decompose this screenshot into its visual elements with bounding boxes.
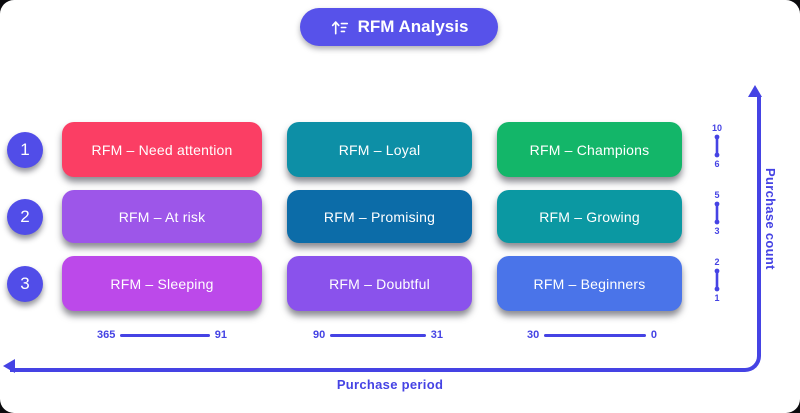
vertical-range-line: [714, 134, 720, 158]
row-scale-3: 2 1: [704, 257, 730, 303]
row-scale-top: 10: [711, 123, 722, 133]
page-title: RFM Analysis: [357, 17, 469, 36]
cell-need-attention: RFM – Need attention: [62, 122, 262, 177]
sort-ascending-icon: [330, 18, 349, 37]
row-number-badge-1: 1: [7, 132, 43, 168]
row-scale-bottom: 1: [714, 293, 720, 303]
column-scale-end: 0: [650, 329, 657, 341]
arrow-left-icon: [3, 359, 15, 373]
row-scale-2: 5 3: [704, 190, 730, 236]
cell-at-risk: RFM – At risk: [62, 190, 262, 243]
cell-promising: RFM – Promising: [287, 190, 472, 243]
column-scale-start: 90: [313, 329, 326, 341]
rfm-grid: RFM – Need attention RFM – Loyal RFM – C…: [62, 122, 682, 311]
cell-champions: RFM – Champions: [497, 122, 682, 177]
column-scale-3: 30 0: [527, 329, 657, 341]
cell-sleeping: RFM – Sleeping: [62, 256, 262, 311]
column-scale-2: 90 31: [313, 329, 443, 341]
row-number-badge-2: 2: [7, 199, 43, 235]
arrow-up-icon: [748, 85, 762, 97]
cell-doubtful: RFM – Doubtful: [287, 256, 472, 311]
column-scale-start: 30: [527, 329, 540, 341]
column-scale-1: 365 91: [97, 329, 227, 341]
axes-lines: [10, 96, 761, 372]
row-scale-1: 10 6: [704, 123, 730, 169]
horizontal-range-line: [330, 333, 426, 337]
x-axis-label: Purchase period: [336, 377, 444, 392]
row-scale-top: 5: [714, 190, 720, 200]
horizontal-range-line: [120, 333, 210, 337]
vertical-range-line: [714, 268, 720, 292]
column-scale-start: 365: [97, 329, 116, 341]
cell-loyal: RFM – Loyal: [287, 122, 472, 177]
vertical-range-line: [714, 201, 720, 225]
horizontal-range-line: [544, 333, 646, 337]
column-scale-end: 91: [214, 329, 227, 341]
title-pill: RFM Analysis: [300, 8, 498, 46]
row-scale-top: 2: [714, 257, 720, 267]
y-axis-label: Purchase count: [763, 168, 778, 270]
row-scale-bottom: 6: [714, 159, 720, 169]
cell-growing: RFM – Growing: [497, 190, 682, 243]
row-number-badge-3: 3: [7, 266, 43, 302]
column-scale-end: 31: [430, 329, 443, 341]
row-scale-bottom: 3: [714, 226, 720, 236]
cell-beginners: RFM – Beginners: [497, 256, 682, 311]
